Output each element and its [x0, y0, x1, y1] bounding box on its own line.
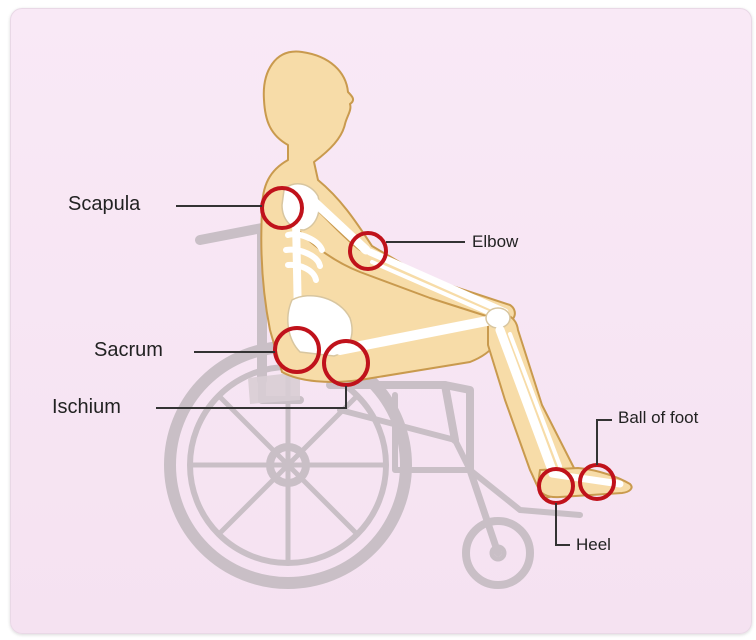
kneecap [486, 308, 510, 328]
ischium-label: Ischium [52, 396, 121, 419]
ball-of-foot-label: Ball of foot [618, 408, 698, 428]
sacrum-label: Sacrum [94, 339, 163, 362]
scapula-label: Scapula [68, 193, 140, 216]
ball-of-foot-leader [597, 420, 612, 465]
elbow-label: Elbow [472, 232, 518, 252]
heel-leader [556, 503, 570, 545]
heel-label: Heel [576, 535, 611, 555]
